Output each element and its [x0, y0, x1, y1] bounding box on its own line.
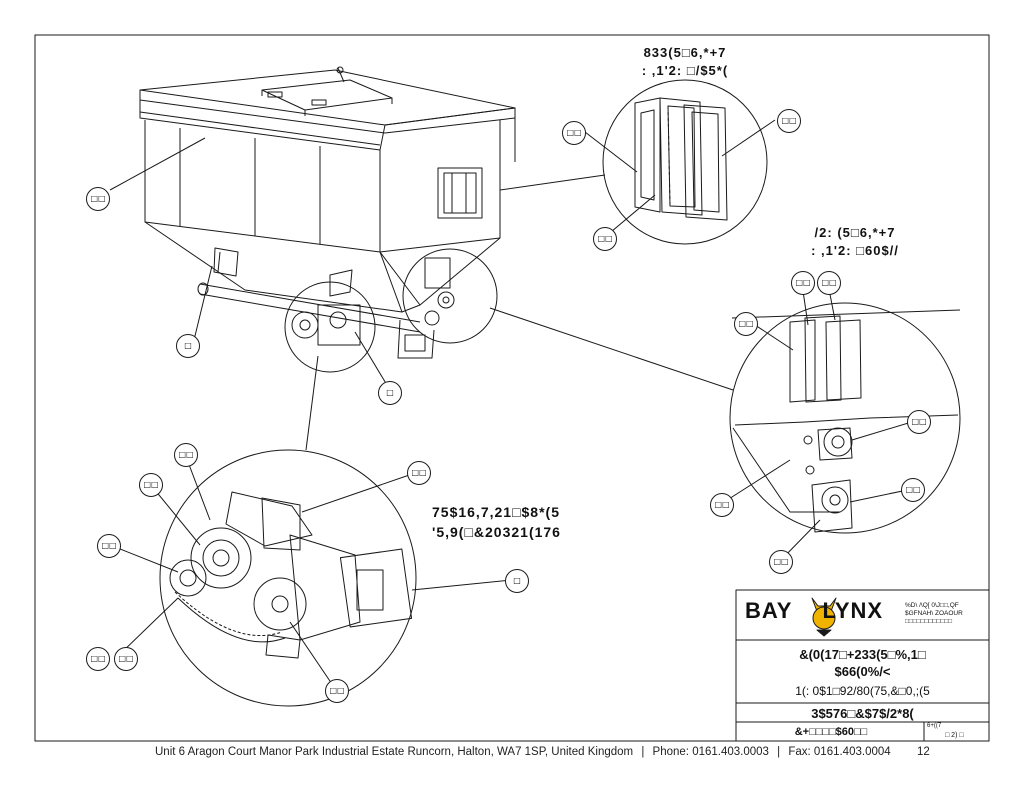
callout-bubble: □□: [777, 109, 801, 133]
chapter-label: &+□□□□$60□□: [794, 726, 868, 738]
transmission-header-line-2: '5,9(□&20321(176: [432, 524, 561, 540]
hopper-body: [139, 66, 516, 359]
callout-bubble: □□: [791, 271, 815, 295]
leader-lower: [489, 307, 734, 391]
leader-upper: [499, 174, 606, 191]
title-block-frame: [735, 589, 990, 742]
callout-bubble: □□: [710, 493, 734, 517]
detail-lower-inspection: [729, 302, 961, 534]
transmission-header: 75$16,7,21□$8*(5 '5,9(□&20321(176: [432, 502, 607, 542]
footer-separator-1: |: [641, 746, 645, 758]
callout-bubble: □□: [86, 647, 110, 671]
upper-inspection-header-line-1: 833(5□6,*+7: [643, 45, 727, 60]
zoom-circle-transmission: [284, 281, 376, 373]
callout-bubble: □□: [407, 461, 431, 485]
logo-tagline-line-1: %D\ /\Q[ 0\J□□,QF: [905, 602, 959, 609]
logo-wordmark: BAY LYNX: [745, 598, 883, 624]
section-label: 3$576□&$7$/2*8(: [811, 706, 914, 721]
callout-bubble: □□: [817, 271, 841, 295]
drawing-subtitle: 1(: 0$1□92/80(75,&□0,;(5: [795, 684, 930, 698]
callout-bubble: □□: [114, 647, 138, 671]
transmission-header-line-1: 75$16,7,21□$8*(5: [432, 504, 560, 520]
sheet-label: 6+((7: [927, 723, 942, 729]
callout-bubble: □□: [769, 550, 793, 574]
callout-bubble: □□: [174, 443, 198, 467]
callout-bubble: □: [176, 334, 200, 358]
callout-bubble: □□: [325, 679, 349, 703]
logo-tagline-line-2: $GFNAH\ ZOAOUR: [905, 610, 963, 617]
logo-lynx: LYNX: [822, 598, 884, 623]
callout-bubble: □□: [562, 121, 586, 145]
lower-inspection-header: /2: (5□6,*+7 : ,1'2: □60$//: [795, 224, 915, 260]
upper-inspection-header: 833(5□6,*+7 : ,1'2: □/$5*(: [630, 44, 740, 80]
drawing-title-line-1: &(0(17□+233(5□%,1□: [799, 647, 926, 662]
logo-bay: BAY: [745, 598, 793, 623]
callout-bubble: □□: [139, 473, 163, 497]
drawing-title: &(0(17□+233(5□%,1□ $66(0%/<: [740, 646, 985, 680]
callout-bubble: □□: [734, 312, 758, 336]
lynx-logo-icon: [811, 597, 837, 637]
footer-phone: Phone: 0161.403.0003: [652, 746, 769, 758]
logo-tagline-line-3: □□□□□□□□□□□□: [905, 618, 953, 625]
leader-transmission: [305, 355, 319, 451]
callout-bubble: □□: [593, 227, 617, 251]
callout-bubble: □: [378, 381, 402, 405]
callout-bubble: □: [505, 569, 529, 593]
detail-upper-inspection: [602, 79, 768, 245]
callout-bubble: □□: [86, 187, 110, 211]
page-number: 12: [917, 746, 930, 758]
sheet-border: [34, 34, 990, 742]
footer-contact: Unit 6 Aragon Court Manor Park Industria…: [155, 746, 891, 758]
sheet-value: □ 2) □: [945, 732, 964, 739]
lower-inspection-header-line-1: /2: (5□6,*+7: [814, 225, 896, 240]
logo-tagline: %D\ /\Q[ 0\J□□,QF $GFNAH\ ZOAOUR □□□□□□□…: [905, 602, 963, 626]
footer-fax: Fax: 0161.403.0004: [788, 746, 891, 758]
callout-bubble: □□: [901, 478, 925, 502]
detail-transmission: [159, 449, 417, 707]
callout-bubble: □□: [907, 410, 931, 434]
lower-inspection-header-line-2: : ,1'2: □60$//: [811, 243, 899, 258]
drawing-title-line-2: $66(0%/<: [834, 664, 891, 679]
callout-bubble: □□: [97, 534, 121, 558]
zoom-circle-lower: [402, 248, 498, 344]
footer-address: Unit 6 Aragon Court Manor Park Industria…: [155, 746, 634, 758]
upper-inspection-header-line-2: : ,1'2: □/$5*(: [641, 63, 729, 78]
footer-separator-2: |: [777, 746, 781, 758]
